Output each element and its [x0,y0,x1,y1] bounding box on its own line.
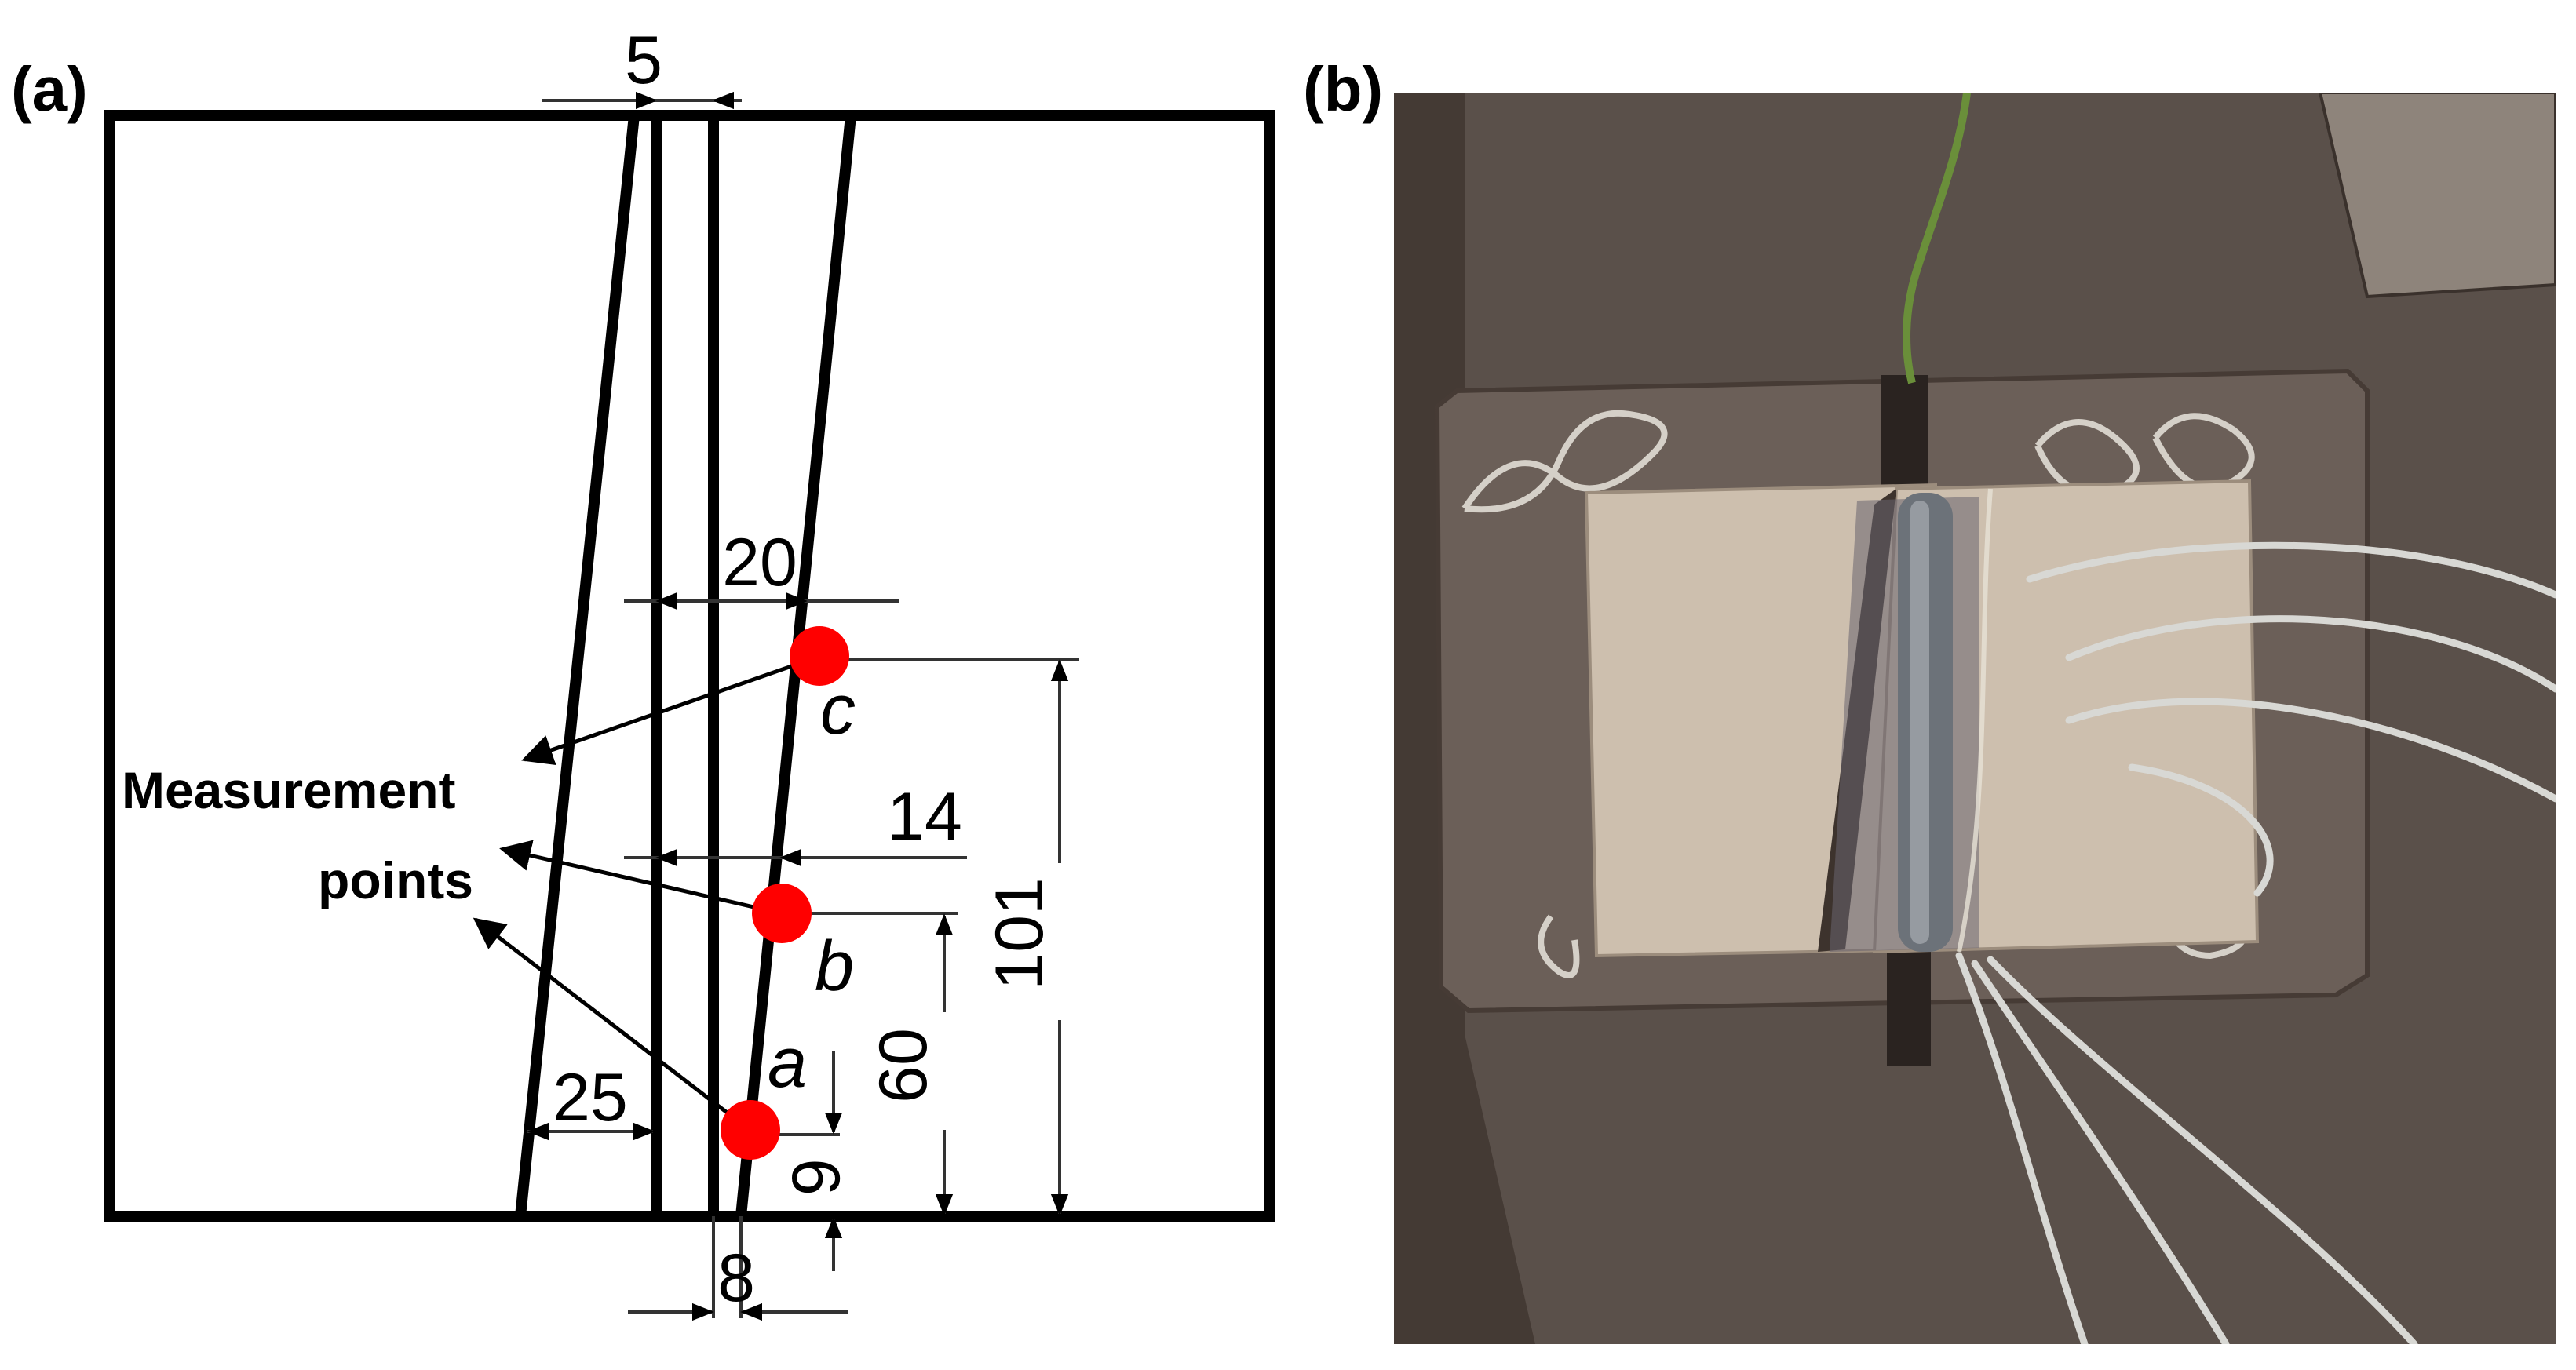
dimension-height-a [769,1051,843,1271]
sheet-weld-seam [1957,488,1993,953]
annotation-arrows [473,655,817,1131]
ground-lead-wire [1903,93,1971,384]
dimension-label-top-gap: 5 [625,23,662,98]
dimension-label-height-c: 101 [982,877,1057,990]
dimension-label-lower-width: 25 [553,1060,628,1135]
dimension-label-bottom-gap: 8 [717,1241,755,1316]
annotation-points: points [318,851,473,909]
dimension-label-height-a: 6 [778,1158,853,1196]
plate-outline [104,110,1275,1222]
loose-steel-plate [2318,93,2556,299]
thermocouple-wires [1955,541,2556,1344]
point-label-a: a [768,1024,807,1102]
annotation-measurement: Measurement [122,761,456,819]
measurement-point-b [752,884,812,943]
fixture-slot-top [1881,375,1928,493]
dimension-label-mid-width: 14 [887,779,962,854]
dimension-height-b [797,912,958,1216]
point-label-c: c [820,671,856,749]
left-groove-face [515,115,640,1217]
welding-specimen-photo [1394,93,2556,1344]
groove-geometry-diagram: 5 20 14 25 8 101 60 [104,23,1275,1321]
measurement-point-c [790,626,849,686]
dimension-bottom-gap [628,1216,848,1321]
dimension-height-c [816,658,1079,1216]
fixture-slot-bottom [1887,948,1931,1066]
point-label-b: b [815,927,854,1006]
panel-label-a: (a) [11,54,88,124]
dimension-label-height-b: 60 [866,1028,941,1103]
measurement-point-a [721,1100,780,1160]
dimension-label-upper-width: 20 [722,525,797,600]
panel-label-b: (b) [1303,54,1384,124]
